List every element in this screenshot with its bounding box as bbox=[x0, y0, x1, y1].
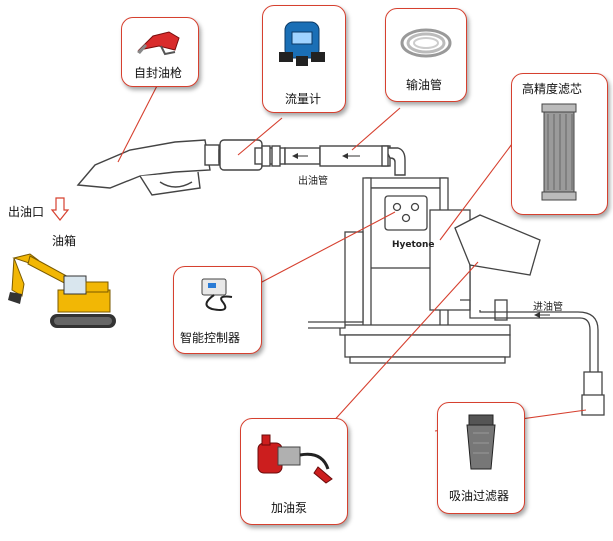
tank-label: 油箱 bbox=[52, 234, 77, 248]
outlet-label: 出油口 bbox=[8, 205, 45, 219]
down-arrow-icon bbox=[50, 197, 70, 221]
flow-meter-drawing bbox=[219, 139, 286, 171]
controller-box-drawing bbox=[384, 195, 428, 231]
inlet-pipe-label: 进油管 bbox=[533, 302, 563, 313]
inlet-pipe-drawing bbox=[469, 300, 605, 416]
controller-icon bbox=[201, 278, 233, 311]
callout-precision-filter: 高精度滤芯 bbox=[511, 73, 608, 215]
callout-pump: 加油泵 bbox=[240, 418, 348, 525]
pump-label: 加油泵 bbox=[271, 501, 308, 515]
callout-controller: 智能控制器 bbox=[173, 266, 262, 354]
nozzle-label: 自封油枪 bbox=[134, 66, 183, 80]
controller-label: 智能控制器 bbox=[180, 331, 241, 345]
suction-filter-icon bbox=[466, 414, 496, 470]
precision-filter-label: 高精度滤芯 bbox=[522, 82, 583, 96]
fuel-pump-icon bbox=[257, 434, 333, 484]
callout-nozzle: 自封油枪 bbox=[121, 17, 199, 87]
callout-suction-filter: 吸油过滤器 bbox=[437, 402, 525, 514]
pump-unit-drawing bbox=[308, 177, 541, 364]
hose-label: 输油管 bbox=[406, 78, 443, 92]
suction-filter-label: 吸油过滤器 bbox=[449, 489, 510, 503]
brand-label: Hyetone bbox=[392, 240, 435, 250]
callout-hose: 输油管 bbox=[385, 8, 467, 102]
hose-coil-icon bbox=[400, 28, 452, 58]
filter-element-icon bbox=[541, 103, 577, 201]
flow-meter-label: 流量计 bbox=[285, 92, 322, 106]
fuel-nozzle-icon bbox=[137, 31, 180, 56]
callout-flow-meter: 流量计 bbox=[262, 5, 346, 113]
excavator-image bbox=[8, 253, 116, 328]
flow-meter-icon bbox=[279, 21, 325, 66]
outlet-pipe-drawing bbox=[284, 145, 406, 176]
outlet-pipe-label: 出油管 bbox=[298, 176, 328, 187]
